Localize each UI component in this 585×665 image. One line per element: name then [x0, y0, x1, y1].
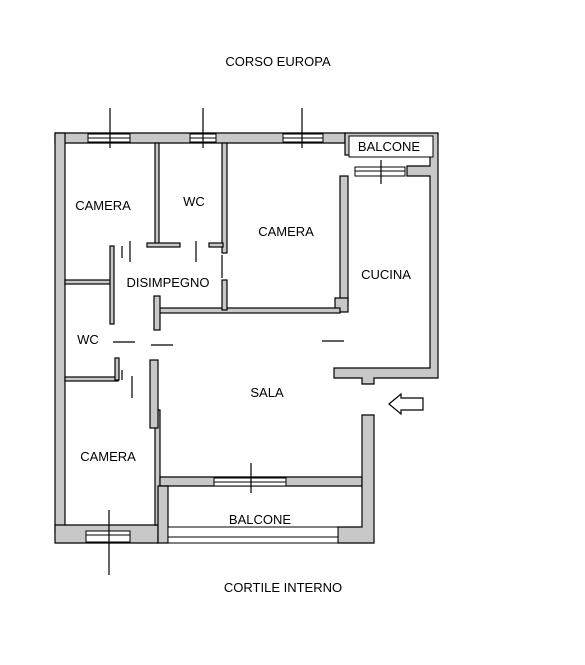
wall-disimpegno-left: [109, 245, 115, 325]
room-camera-top-center: CAMERA: [258, 224, 314, 239]
wall-wc-left-stub: [114, 357, 120, 381]
wall-camera2-bottom: [158, 307, 341, 314]
room-camera-top-left: CAMERA: [75, 198, 131, 213]
wall-sala-left: [149, 359, 159, 429]
wall-camera1-bottom-stub: [146, 242, 181, 248]
entrance-arrow-icon: [388, 392, 424, 416]
room-balcone-top: BALCONE: [358, 139, 420, 154]
room-disimpegno: DISIMPEGNO: [126, 275, 209, 290]
wall-camera1-right: [154, 142, 160, 247]
wall-wc-right: [221, 142, 228, 254]
door-lines: [108, 108, 382, 575]
street-top-label: CORSO EUROPA: [225, 54, 331, 69]
wall-wc-left-bottom: [64, 376, 119, 382]
windows: [85, 133, 434, 544]
wall-left: [54, 132, 66, 534]
room-wc-top: WC: [183, 194, 205, 209]
window-camera3: [85, 530, 131, 543]
room-cucina: CUCINA: [361, 267, 411, 282]
wall-cucina-left: [339, 175, 349, 306]
wall-camera2-left-lower: [221, 279, 228, 311]
room-camera-bottom-left: CAMERA: [80, 449, 136, 464]
wall-disimpegno-right: [153, 295, 161, 331]
wall-balcone-top: [333, 132, 439, 385]
balcone-bottom-rail: [167, 526, 339, 544]
interior-walls: [64, 142, 341, 429]
wall-camera1-bottom: [64, 279, 114, 285]
room-balcone-bottom: BALCONE: [229, 512, 291, 527]
balcone-top-box: [348, 135, 434, 158]
room-wc-left: WC: [77, 332, 99, 347]
street-bottom-label: CORTILE INTERNO: [224, 580, 342, 595]
wall-wc-bottom-stub: [208, 242, 224, 248]
wall-balcone-left: [157, 485, 169, 544]
room-sala: SALA: [250, 385, 284, 400]
